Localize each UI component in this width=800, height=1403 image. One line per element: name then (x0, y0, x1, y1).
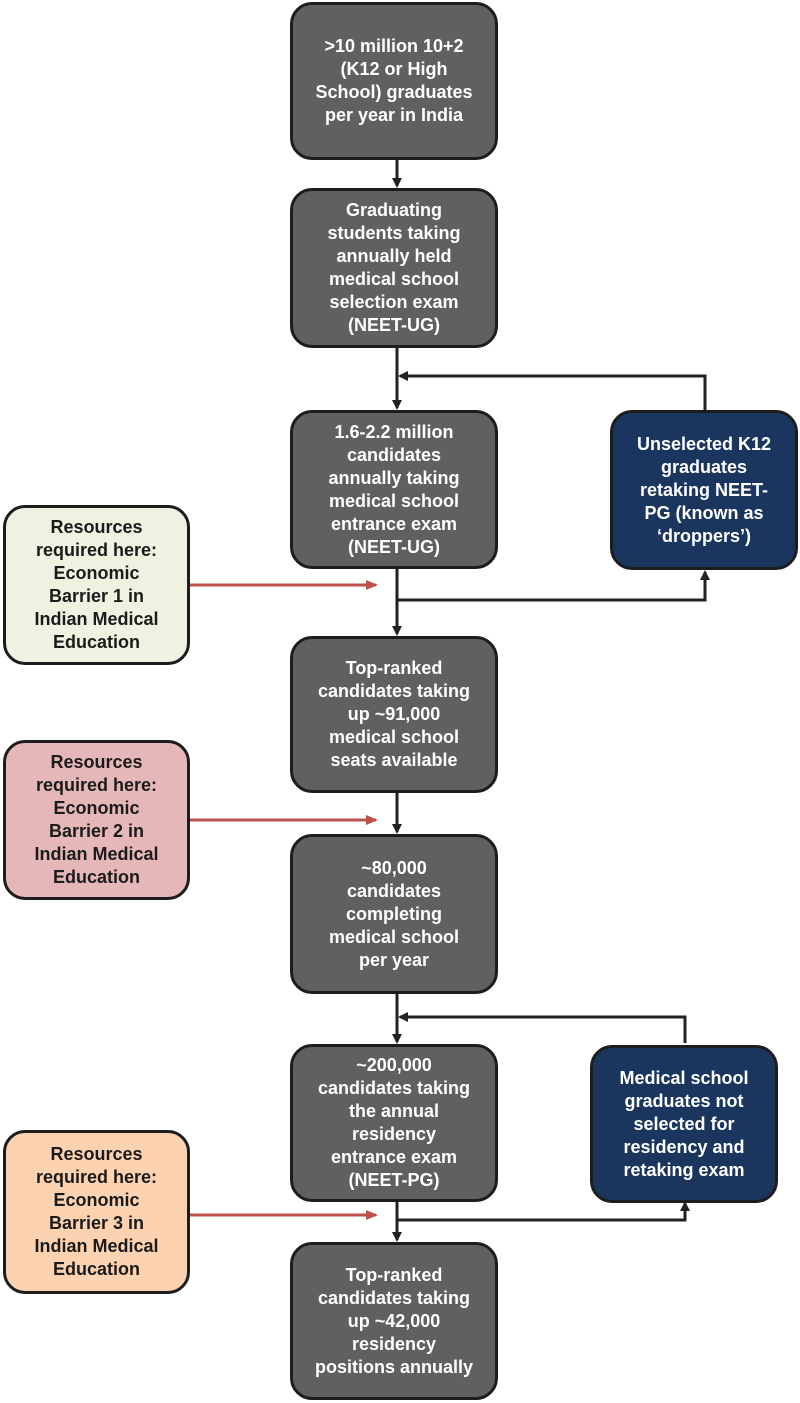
step-neet-ug-candidates: 1.6-2.2 million candidates annually taki… (290, 410, 498, 569)
step-medical-school-seats-text: Top-ranked candidates taking up ~91,000 … (317, 658, 471, 770)
step-graduating-students-text: Graduating students taking annually held… (327, 200, 461, 335)
step-graduating-students: Graduating students taking annually held… (290, 188, 498, 348)
step-neet-pg-candidates-text: ~200,000 candidates taking the annual re… (317, 1055, 471, 1190)
arrow-from-droppers (398, 371, 707, 410)
step-neet-pg-candidates: ~200,000 candidates taking the annual re… (290, 1044, 498, 1202)
economic-barrier-1: Resources required here: Economic Barrie… (3, 505, 190, 665)
step-residency-positions-text: Top-ranked candidates taking up ~42,000 … (314, 1264, 474, 1377)
economic-barrier-3-text: Resources required here: Economic Barrie… (34, 1144, 159, 1279)
step-completing-medical-school: ~80,000 candidates completing medical sc… (290, 834, 498, 994)
step-residency-positions: Top-ranked candidates taking up ~42,000 … (290, 1242, 498, 1400)
arrow-from-retakers (398, 1012, 687, 1043)
step-neet-ug-candidates-text: 1.6-2.2 million candidates annually taki… (328, 421, 460, 557)
loop-droppers: Unselected K12 graduates retaking NEET- … (610, 410, 798, 570)
economic-barrier-2: Resources required here: Economic Barrie… (3, 740, 190, 900)
loop-residency-retakers: Medical school graduates not selected fo… (590, 1045, 778, 1203)
arrow-to-retakers (397, 1201, 690, 1222)
economic-barrier-2-text: Resources required here: Economic Barrie… (34, 752, 159, 887)
arrow-to-droppers (397, 570, 710, 602)
loop-droppers-text: Unselected K12 graduates retaking NEET- … (636, 433, 772, 546)
step-medical-school-seats: Top-ranked candidates taking up ~91,000 … (290, 636, 498, 793)
step-k12-graduates-text: >10 million 10+2 (K12 or High School) gr… (315, 36, 473, 125)
step-completing-medical-school-text: ~80,000 candidates completing medical sc… (328, 857, 460, 970)
loop-residency-retakers-text: Medical school graduates not selected fo… (619, 1067, 749, 1180)
step-k12-graduates: >10 million 10+2 (K12 or High School) gr… (290, 2, 498, 160)
economic-barrier-1-text: Resources required here: Economic Barrie… (34, 517, 159, 652)
economic-barrier-3: Resources required here: Economic Barrie… (3, 1130, 190, 1294)
